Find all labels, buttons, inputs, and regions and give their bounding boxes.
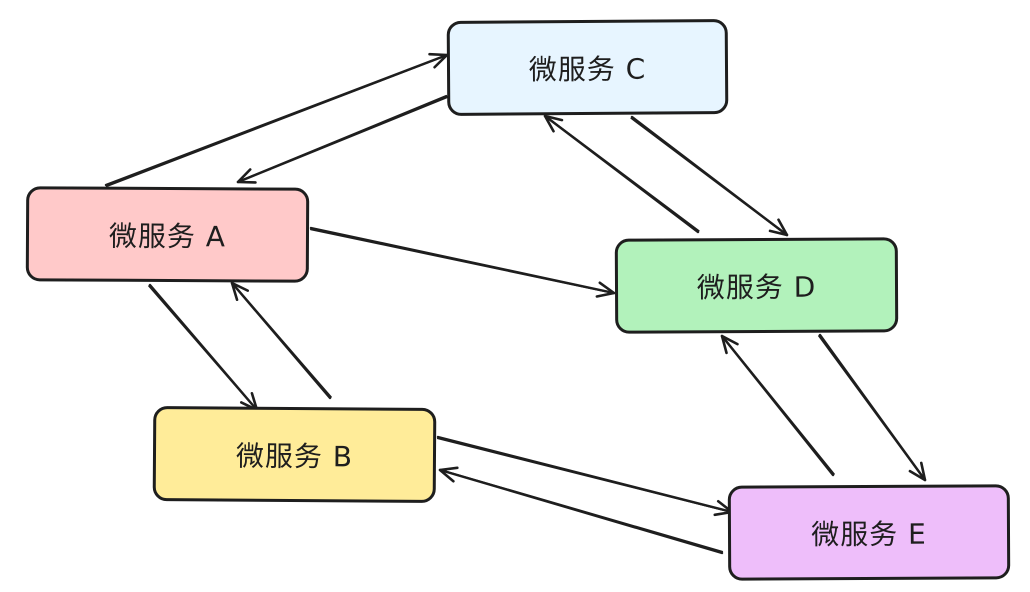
node-microservice-e[interactable]: 微服务 E bbox=[727, 484, 1011, 581]
arrowhead bbox=[595, 281, 616, 298]
node-label-e: 微服务 E bbox=[811, 517, 927, 551]
edge-e-to-d bbox=[720, 334, 835, 477]
edge-d-to-e bbox=[818, 333, 927, 482]
edge-b-to-a bbox=[230, 281, 332, 400]
node-microservice-d[interactable]: 微服务 D bbox=[614, 237, 899, 334]
node-microservice-b[interactable]: 微服务 B bbox=[152, 406, 437, 503]
edge-c-to-d bbox=[630, 115, 789, 237]
node-label-c: 微服务 C bbox=[528, 52, 647, 86]
node-label-a: 微服务 A bbox=[108, 219, 227, 253]
edge-b-to-e bbox=[436, 435, 734, 517]
node-microservice-c[interactable]: 微服务 C bbox=[446, 19, 729, 116]
edge-e-to-b bbox=[438, 466, 724, 555]
edge-a-to-d bbox=[309, 226, 616, 298]
edge-c-to-a bbox=[236, 94, 449, 184]
edge-d-to-c bbox=[543, 114, 700, 234]
arrowhead bbox=[720, 334, 739, 355]
node-microservice-a[interactable]: 微服务 A bbox=[25, 186, 310, 283]
node-label-b: 微服务 B bbox=[235, 439, 354, 473]
arrowhead bbox=[236, 168, 257, 184]
arrowhead bbox=[543, 114, 564, 133]
arrowhead bbox=[438, 466, 459, 483]
arrowhead bbox=[768, 218, 789, 237]
arrowhead bbox=[908, 461, 927, 482]
node-label-d: 微服务 D bbox=[696, 270, 817, 304]
edge-a-to-b bbox=[148, 283, 259, 412]
arrowhead bbox=[230, 281, 250, 302]
